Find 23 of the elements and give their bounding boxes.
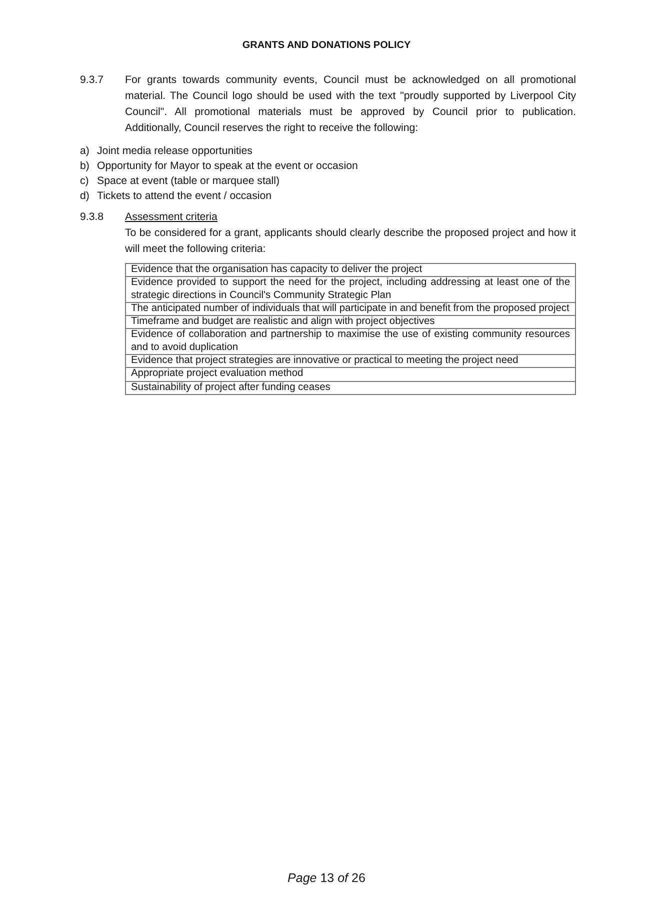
list-item: Joint media release opportunities bbox=[97, 144, 254, 159]
section-heading: Assessment criteria bbox=[125, 210, 218, 225]
page-footer: Page 13 of 26 bbox=[0, 870, 653, 886]
section-number: 9.3.8 bbox=[80, 210, 105, 225]
list-marker: b) bbox=[80, 159, 90, 174]
section-number: 9.3.7 bbox=[80, 73, 105, 88]
table-cell: Sustainability of project after funding ceases bbox=[125, 380, 576, 395]
table-cell: Appropriate project evaluation method bbox=[125, 367, 576, 382]
list-item: Opportunity for Mayor to speak at the event or occasion bbox=[97, 159, 359, 174]
paragraph: For grants towards community events, Council must be acknowledged on all promotional material. The Council logo should be used with the text "proudly supported by Liverpool City Council". All promotional materials must be approved by Council prior to publication. Additionally, Council reserves the right to receive the following: bbox=[125, 73, 576, 136]
list-item: Tickets to attend the event / occasion bbox=[97, 189, 273, 204]
list-marker: d) bbox=[80, 189, 90, 204]
table-cell: The anticipated number of individuals that will participate in and benefit from the proposed project bbox=[125, 302, 576, 316]
table-cell: Evidence provided to support the need for the project, including addressing at least one of the strategic directions in Council's Community Strategic Plan bbox=[125, 276, 576, 303]
table-cell: Evidence that project strategies are innovative or practical to meeting the project need bbox=[125, 354, 576, 368]
list-marker: a) bbox=[80, 144, 90, 159]
paragraph: To be considered for a grant, applicants should clearly describe the proposed project and how it will meet the following criteria: bbox=[125, 226, 576, 257]
list-item: Space at event (table or marquee stall) bbox=[97, 174, 281, 189]
table-cell: Evidence of collaboration and partnership to maximise the use of existing community resources and to avoid duplication bbox=[125, 328, 576, 356]
page-header: GRANTS AND DONATIONS POLICY bbox=[241, 39, 412, 53]
list-marker: c) bbox=[80, 174, 90, 189]
table-cell: Timeframe and budget are realistic and align with project objectives bbox=[125, 315, 576, 330]
table-cell: Evidence that the organisation has capacity to deliver the project bbox=[125, 263, 576, 278]
